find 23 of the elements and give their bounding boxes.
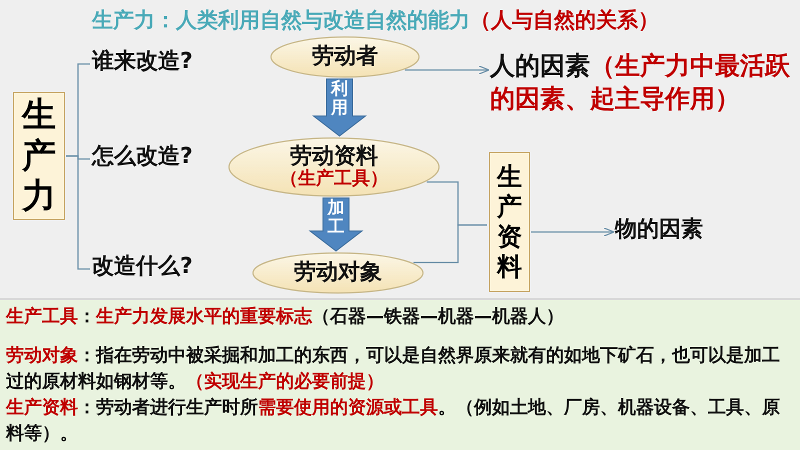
title: 生产力：人类利用自然与改造自然的能力（人与自然的关系） bbox=[92, 7, 659, 34]
question-text: 怎么改造? bbox=[92, 144, 193, 169]
label-box: 生产力 bbox=[13, 92, 65, 220]
question-text: 谁来改造? bbox=[92, 49, 193, 74]
arrow bbox=[404, 65, 490, 75]
node-title: 劳动资料 bbox=[290, 144, 378, 169]
note-text: 劳动对象：指在劳动中被采掘和加工的东西，可以是自然界原来就有的如地下矿石，也可以是加工过的原材料如钢材等。（实现生产的必要前提） bbox=[6, 344, 781, 394]
note-text: 生产工具：生产力发展水平的重要标志（石器—铁器—机器—机器人） bbox=[6, 305, 565, 329]
note-text: 生产资料：劳动者进行生产时所需要使用的资源或工具。（例如土地、厂房、机器设备、工具、原料等）。 bbox=[6, 396, 781, 446]
arrow bbox=[531, 227, 615, 237]
node-title: 劳动者 bbox=[312, 44, 378, 70]
node-title: 劳动对象 bbox=[294, 260, 382, 286]
factor-text: 人的因素（生产力中最活跃的因素、起主导作用） bbox=[490, 51, 790, 112]
node-subtitle: （生产工具） bbox=[280, 169, 388, 190]
edge-label: 加工 bbox=[326, 199, 346, 237]
bracket-line bbox=[66, 155, 90, 270]
edge-label: 利用 bbox=[330, 80, 349, 118]
block-arrow bbox=[308, 198, 364, 252]
question-text: 改造什么? bbox=[92, 254, 193, 279]
factor-text: 物的因素 bbox=[615, 217, 703, 242]
label-box: 生产资料 bbox=[489, 152, 530, 292]
bracket-line bbox=[413, 224, 487, 264]
block-arrow bbox=[312, 78, 367, 137]
